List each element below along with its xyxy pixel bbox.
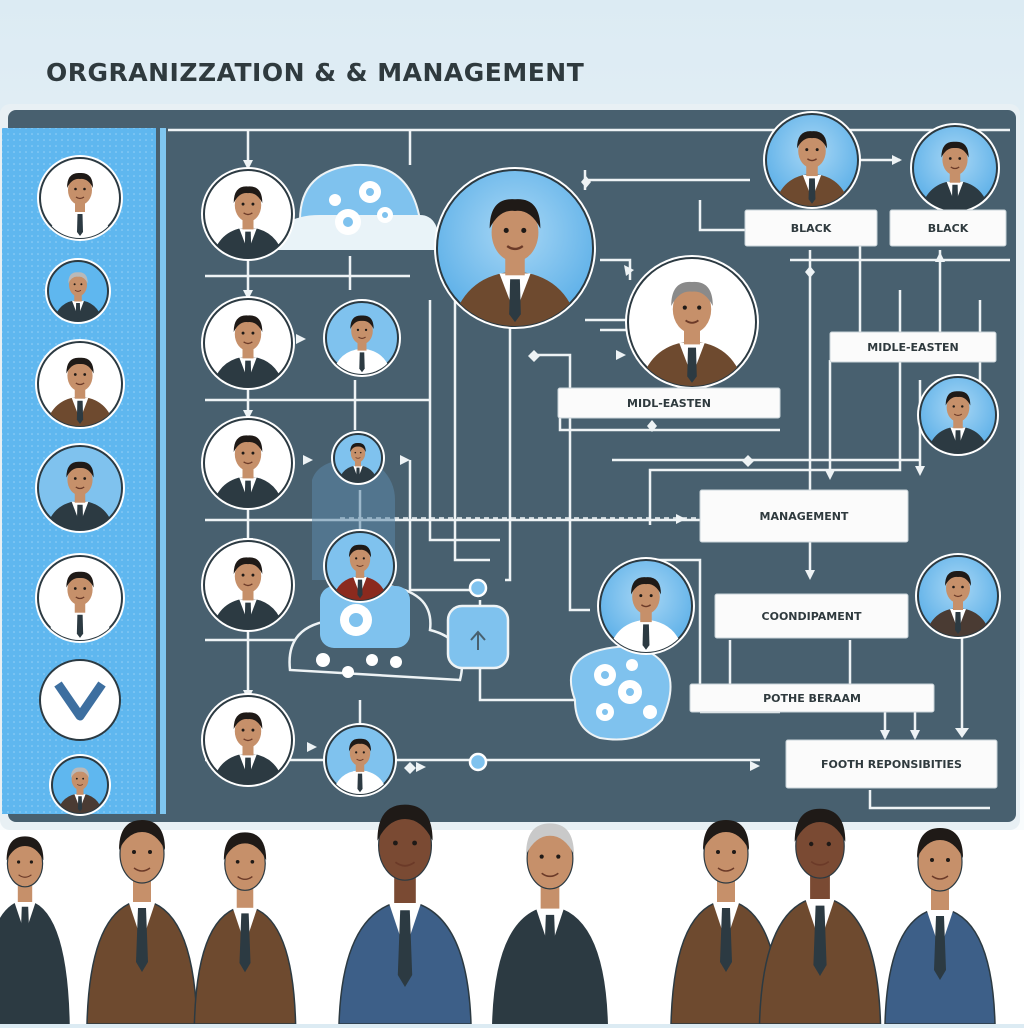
top-avatar-1 <box>763 111 861 209</box>
column-avatar-4 <box>201 538 295 632</box>
center-avatar-2 <box>331 431 385 485</box>
crowd-person-5 <box>492 823 608 1025</box>
label-box-black-1: BLACK <box>744 209 878 247</box>
sidebar-avatar-2 <box>45 258 111 324</box>
people-crowd <box>0 804 996 1025</box>
label-text: BLACK <box>791 222 832 235</box>
label-box-black-2: BLACK <box>889 209 1007 247</box>
crowd-person-3 <box>193 832 297 1025</box>
column-avatar-3 <box>201 416 295 510</box>
crowd-person-2 <box>86 820 198 1025</box>
label-text: COONDIPAMENT <box>762 610 862 623</box>
center-avatar-3 <box>323 529 397 603</box>
coordination-avatar <box>597 557 695 655</box>
page-title: ORGRANIZZATION & & MANAGEMENT <box>46 58 585 87</box>
crowd-person-7 <box>758 808 882 1025</box>
chevron-down-icon <box>39 659 121 741</box>
column-avatar-2 <box>201 296 295 390</box>
right-avatar-2 <box>915 553 1001 639</box>
center-avatar-4 <box>323 723 397 797</box>
top-avatar-2 <box>910 123 1000 213</box>
crowd-person-8 <box>884 828 996 1025</box>
sidebar-avatar-1 <box>37 155 123 241</box>
crowd-person-1 <box>0 836 70 1025</box>
crowd-person-6 <box>670 820 782 1025</box>
label-text: FOOTH REPONSIBITIES <box>821 758 962 771</box>
avatar-layer <box>35 111 1001 816</box>
gear-icon <box>316 604 402 678</box>
label-text: MIDL-EASTEN <box>627 397 711 410</box>
column-avatar-1 <box>201 167 295 261</box>
crowd-person-4 <box>338 804 472 1025</box>
gear-cloud-right <box>570 645 672 741</box>
label-layer: BLACK BLACK MIDLE-EASTEN MIDL-EASTEN MANAGEM… <box>557 209 1007 789</box>
junction-nodes <box>468 578 488 772</box>
label-box-responsibilities: FOOTH REPONSIBITIES <box>785 739 998 789</box>
gear-cloud-top <box>275 163 440 250</box>
label-box-coordination: COONDIPAMENT <box>714 593 909 639</box>
sidebar-avatar-6 <box>49 754 111 816</box>
sidebar-avatar-5 <box>35 553 125 643</box>
sidebar-avatar-4 <box>35 443 125 533</box>
label-box-management: MANAGEMENT <box>699 489 909 543</box>
right-avatar-1 <box>917 374 999 456</box>
label-box-middle-eastern-1: MIDLE-EASTEN <box>829 331 997 363</box>
sidebar-divider <box>160 128 166 814</box>
label-box-middle-eastern-2: MIDL-EASTEN <box>557 387 781 419</box>
label-text: POTHE BERAAM <box>763 692 861 705</box>
center-avatar-1 <box>323 299 401 377</box>
executive-avatar-main <box>434 167 596 329</box>
label-text: BLACK <box>928 222 969 235</box>
label-box-position: POTHE BERAAM <box>689 683 935 713</box>
board-panel <box>8 110 1016 822</box>
label-text: MANAGEMENT <box>760 510 849 523</box>
junction-diamonds <box>404 176 815 774</box>
label-text: MIDLE-EASTEN <box>867 341 958 354</box>
executive-avatar-2 <box>625 255 759 389</box>
sidebar-avatar-3 <box>35 339 125 429</box>
column-avatar-5 <box>201 693 295 787</box>
